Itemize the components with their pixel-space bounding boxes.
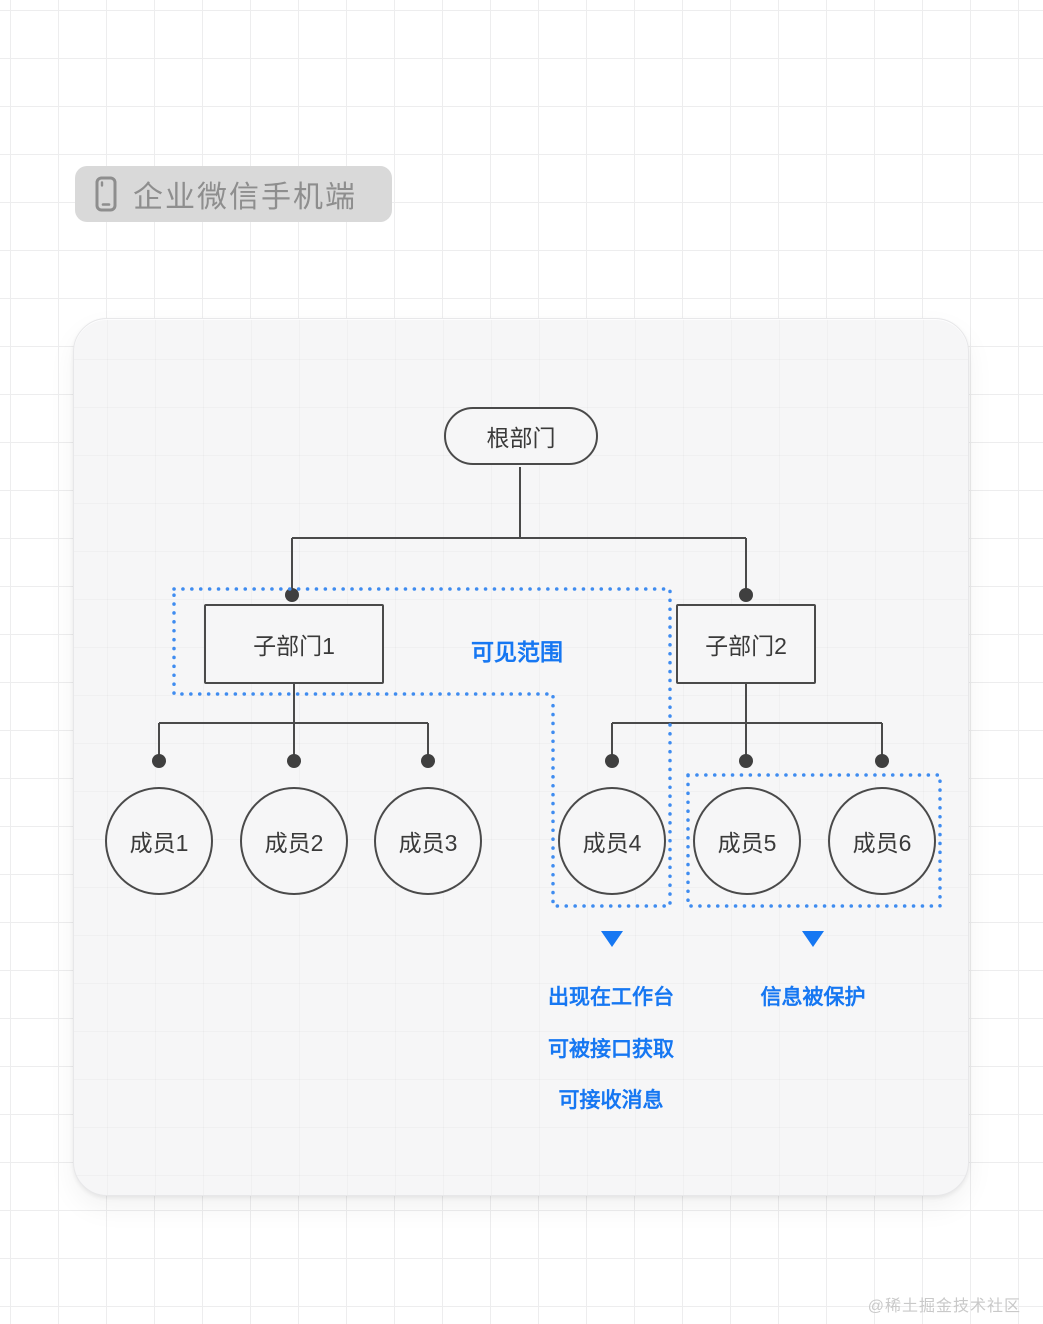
member-node-label: 成员1 (129, 830, 189, 856)
connector-dot (739, 588, 753, 602)
member4-note-2: 可被接口获取 (548, 1038, 674, 1061)
protected-note: 信息被保护 (760, 986, 866, 1009)
visible-scope-label: 可见范围 (471, 639, 563, 665)
member-node-label: 成员2 (264, 830, 324, 856)
phone-icon (95, 176, 117, 212)
protected-outline (686, 773, 942, 908)
member4-note-1: 出现在工作台 (548, 986, 674, 1009)
connector-dot (739, 754, 753, 768)
member-node-4: 成员4 (558, 787, 666, 895)
connector-layer (152, 467, 942, 947)
connector-dot (605, 754, 619, 768)
diagram-card: 根部门 子部门1 子部门2 成员1 成员2 成员3 成员4 成员5 成员6 可见… (73, 318, 969, 1196)
connector-dot (875, 754, 889, 768)
member-node-label: 成员6 (852, 830, 912, 856)
watermark: @稀土掘金技术社区 (867, 1298, 1021, 1315)
triangle-down-icon (802, 931, 824, 947)
root-node-label: 根部门 (486, 425, 556, 451)
connector-dot (287, 754, 301, 768)
member-node-label: 成员3 (398, 830, 458, 856)
dept-node-2: 子部门2 (676, 604, 816, 684)
connector-dot (421, 754, 435, 768)
connector-dot (152, 754, 166, 768)
member4-note-3: 可接收消息 (558, 1089, 664, 1112)
dept-node-label: 子部门1 (253, 633, 335, 659)
member-node-2: 成员2 (240, 787, 348, 895)
root-node: 根部门 (444, 407, 598, 465)
dept-node-label: 子部门2 (705, 633, 787, 659)
badge-label: 企业微信手机端 (133, 181, 357, 214)
member-node-5: 成员5 (693, 787, 801, 895)
visible-scope-outline (172, 587, 672, 908)
member-node-1: 成员1 (105, 787, 213, 895)
member-node-6: 成员6 (828, 787, 936, 895)
app-badge: 企业微信手机端 (75, 166, 392, 222)
connector-dot (285, 588, 299, 602)
member-node-3: 成员3 (374, 787, 482, 895)
member-node-label: 成员4 (582, 830, 642, 856)
dept-node-1: 子部门1 (204, 604, 384, 684)
member-node-label: 成员5 (717, 830, 777, 856)
triangle-down-icon (601, 931, 623, 947)
